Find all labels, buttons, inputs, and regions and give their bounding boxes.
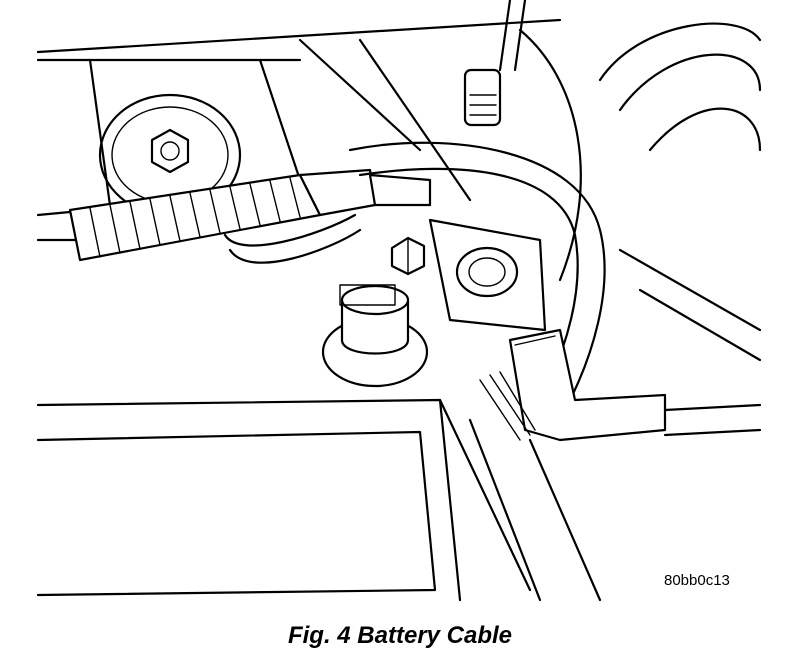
engine-bay-frame xyxy=(36,18,562,222)
upper-connector xyxy=(463,0,527,127)
battery-cable xyxy=(223,141,606,402)
figure-caption: Fig. 4 Battery Cable xyxy=(287,622,513,649)
wire-loom xyxy=(36,168,432,262)
battery-body xyxy=(36,371,602,602)
strut-tower xyxy=(518,22,762,362)
figure-code: 80bb0c13 xyxy=(664,572,730,589)
cable-elbow xyxy=(508,328,762,442)
mount-bolt xyxy=(98,93,242,217)
terminal-bracket xyxy=(390,218,547,332)
battery-post xyxy=(321,284,429,388)
